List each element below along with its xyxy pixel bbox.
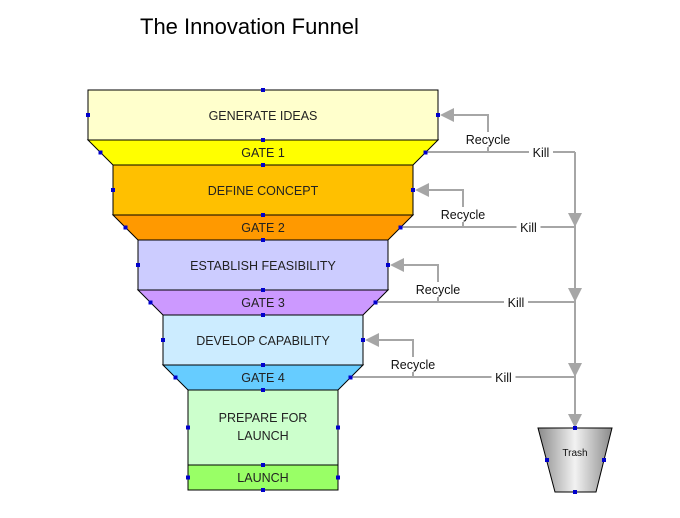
funnel: GENERATE IDEAS GATE 1 DEFINE CONCEPT GATE 2… xyxy=(86,89,440,491)
trash-shape[interactable] xyxy=(537,427,613,493)
flow-connectors: KillRecycleKillRecycleKillRecycleKillRec… xyxy=(350,108,582,428)
stage-label: ESTABLISH FEASIBILITY xyxy=(190,259,336,273)
down-arrowhead-icon xyxy=(568,288,582,302)
selection-handle[interactable] xyxy=(411,188,415,192)
recycle-arrowhead-icon xyxy=(365,333,379,347)
stage-2[interactable]: DEFINE CONCEPT xyxy=(112,164,414,216)
selection-handle[interactable] xyxy=(336,475,340,480)
stage-1[interactable]: GENERATE IDEAS xyxy=(87,89,439,141)
stage-4[interactable]: DEVELOP CAPABILITY xyxy=(162,314,364,366)
kill-label: Kill xyxy=(495,371,512,385)
selection-handle[interactable] xyxy=(136,263,140,267)
trash-bin[interactable]: Trash xyxy=(537,427,613,493)
selection-handle[interactable] xyxy=(261,463,265,467)
selection-handle[interactable] xyxy=(423,150,428,155)
stage-label: PREPARE FOR xyxy=(219,411,308,425)
gate-4[interactable]: GATE 4 xyxy=(161,364,365,391)
stage-label: DEVELOP CAPABILITY xyxy=(196,334,330,348)
selection-handle[interactable] xyxy=(186,475,190,480)
stage-label: LAUNCH xyxy=(237,429,288,443)
recycle-arrowhead-icon xyxy=(390,258,404,272)
gate-shape[interactable] xyxy=(187,464,339,491)
kill-label: Kill xyxy=(533,146,550,160)
gate-label: GATE 4 xyxy=(241,371,285,385)
kill-label-bg xyxy=(529,144,553,159)
selection-handle[interactable] xyxy=(545,458,549,462)
recycle-label: Recycle xyxy=(391,358,436,372)
recycle-label-bg xyxy=(413,282,463,297)
flow-gate-3: Kill Recycle xyxy=(375,258,575,310)
selection-handle[interactable] xyxy=(261,313,265,317)
gate-3[interactable]: GATE 3 xyxy=(136,289,390,316)
stage-5[interactable]: PREPARE FOR LAUNCH xyxy=(187,389,339,466)
down-arrowhead-icon xyxy=(568,414,582,428)
selection-handle[interactable] xyxy=(436,113,440,117)
gate-1[interactable]: GATE 1 xyxy=(86,139,440,166)
down-arrowhead-icon xyxy=(568,213,582,227)
selection-handle[interactable] xyxy=(186,425,190,430)
selection-handle[interactable] xyxy=(361,338,365,342)
kill-label: Kill xyxy=(520,221,537,235)
down-arrowhead-icon xyxy=(568,363,582,377)
kill-label-bg xyxy=(491,369,516,384)
flow-gate-4: Kill Recycle xyxy=(350,333,575,385)
trash-label: Trash xyxy=(562,448,587,459)
selection-handle[interactable] xyxy=(261,213,265,217)
recycle-arrowhead-icon xyxy=(415,183,429,197)
selection-handle[interactable] xyxy=(261,363,265,367)
selection-handles xyxy=(86,88,606,494)
recycle-label-bg xyxy=(438,207,488,222)
selection-handle[interactable] xyxy=(261,138,265,142)
stage-3[interactable]: ESTABLISH FEASIBILITY xyxy=(137,239,389,291)
selection-handle[interactable] xyxy=(261,388,265,392)
recycle-arrowhead-icon xyxy=(440,108,454,122)
selection-handle[interactable] xyxy=(573,426,577,430)
gate-label: LAUNCH xyxy=(237,471,288,485)
selection-handle[interactable] xyxy=(398,225,403,230)
kill-label-bg xyxy=(516,219,541,234)
selection-handle[interactable] xyxy=(573,490,577,494)
diagram-title: The Innovation Funnel xyxy=(140,14,359,39)
selection-handle[interactable] xyxy=(373,300,378,305)
flow-gate-1: Kill Recycle xyxy=(425,108,575,160)
kill-label-bg xyxy=(504,294,528,309)
selection-handle[interactable] xyxy=(348,375,353,380)
stage-box[interactable] xyxy=(162,314,364,366)
flow-gate-2: Kill Recycle xyxy=(400,183,575,235)
recycle-label: Recycle xyxy=(466,133,511,147)
selection-handle[interactable] xyxy=(386,263,390,267)
selection-handle[interactable] xyxy=(261,88,265,92)
gate-2[interactable]: GATE 2 xyxy=(111,214,415,241)
recycle-label-bg xyxy=(388,357,438,372)
selection-handle[interactable] xyxy=(336,425,340,430)
selection-handle[interactable] xyxy=(86,113,90,117)
stage-label: GENERATE IDEAS xyxy=(209,109,318,123)
gate-label: GATE 1 xyxy=(241,146,285,160)
selection-handle[interactable] xyxy=(261,488,265,492)
selection-handle[interactable] xyxy=(98,150,103,155)
stage-label: DEFINE CONCEPT xyxy=(208,184,319,198)
selection-handle[interactable] xyxy=(148,300,153,305)
selection-handle[interactable] xyxy=(111,188,115,192)
selection-handle[interactable] xyxy=(261,238,265,242)
selection-handle[interactable] xyxy=(123,225,128,230)
gate-label: GATE 2 xyxy=(241,221,285,235)
gate-5[interactable]: LAUNCH xyxy=(187,464,339,491)
selection-handle[interactable] xyxy=(161,338,165,342)
gate-label: GATE 3 xyxy=(241,296,285,310)
selection-handle[interactable] xyxy=(173,375,178,380)
kill-trunk xyxy=(568,152,582,428)
selection-handle[interactable] xyxy=(261,163,265,167)
recycle-label-bg xyxy=(463,132,513,147)
recycle-label: Recycle xyxy=(416,283,461,297)
selection-handle[interactable] xyxy=(261,288,265,292)
kill-label: Kill xyxy=(508,296,525,310)
selection-handle[interactable] xyxy=(602,458,606,462)
stage-box[interactable] xyxy=(187,389,339,466)
recycle-label: Recycle xyxy=(441,208,486,222)
